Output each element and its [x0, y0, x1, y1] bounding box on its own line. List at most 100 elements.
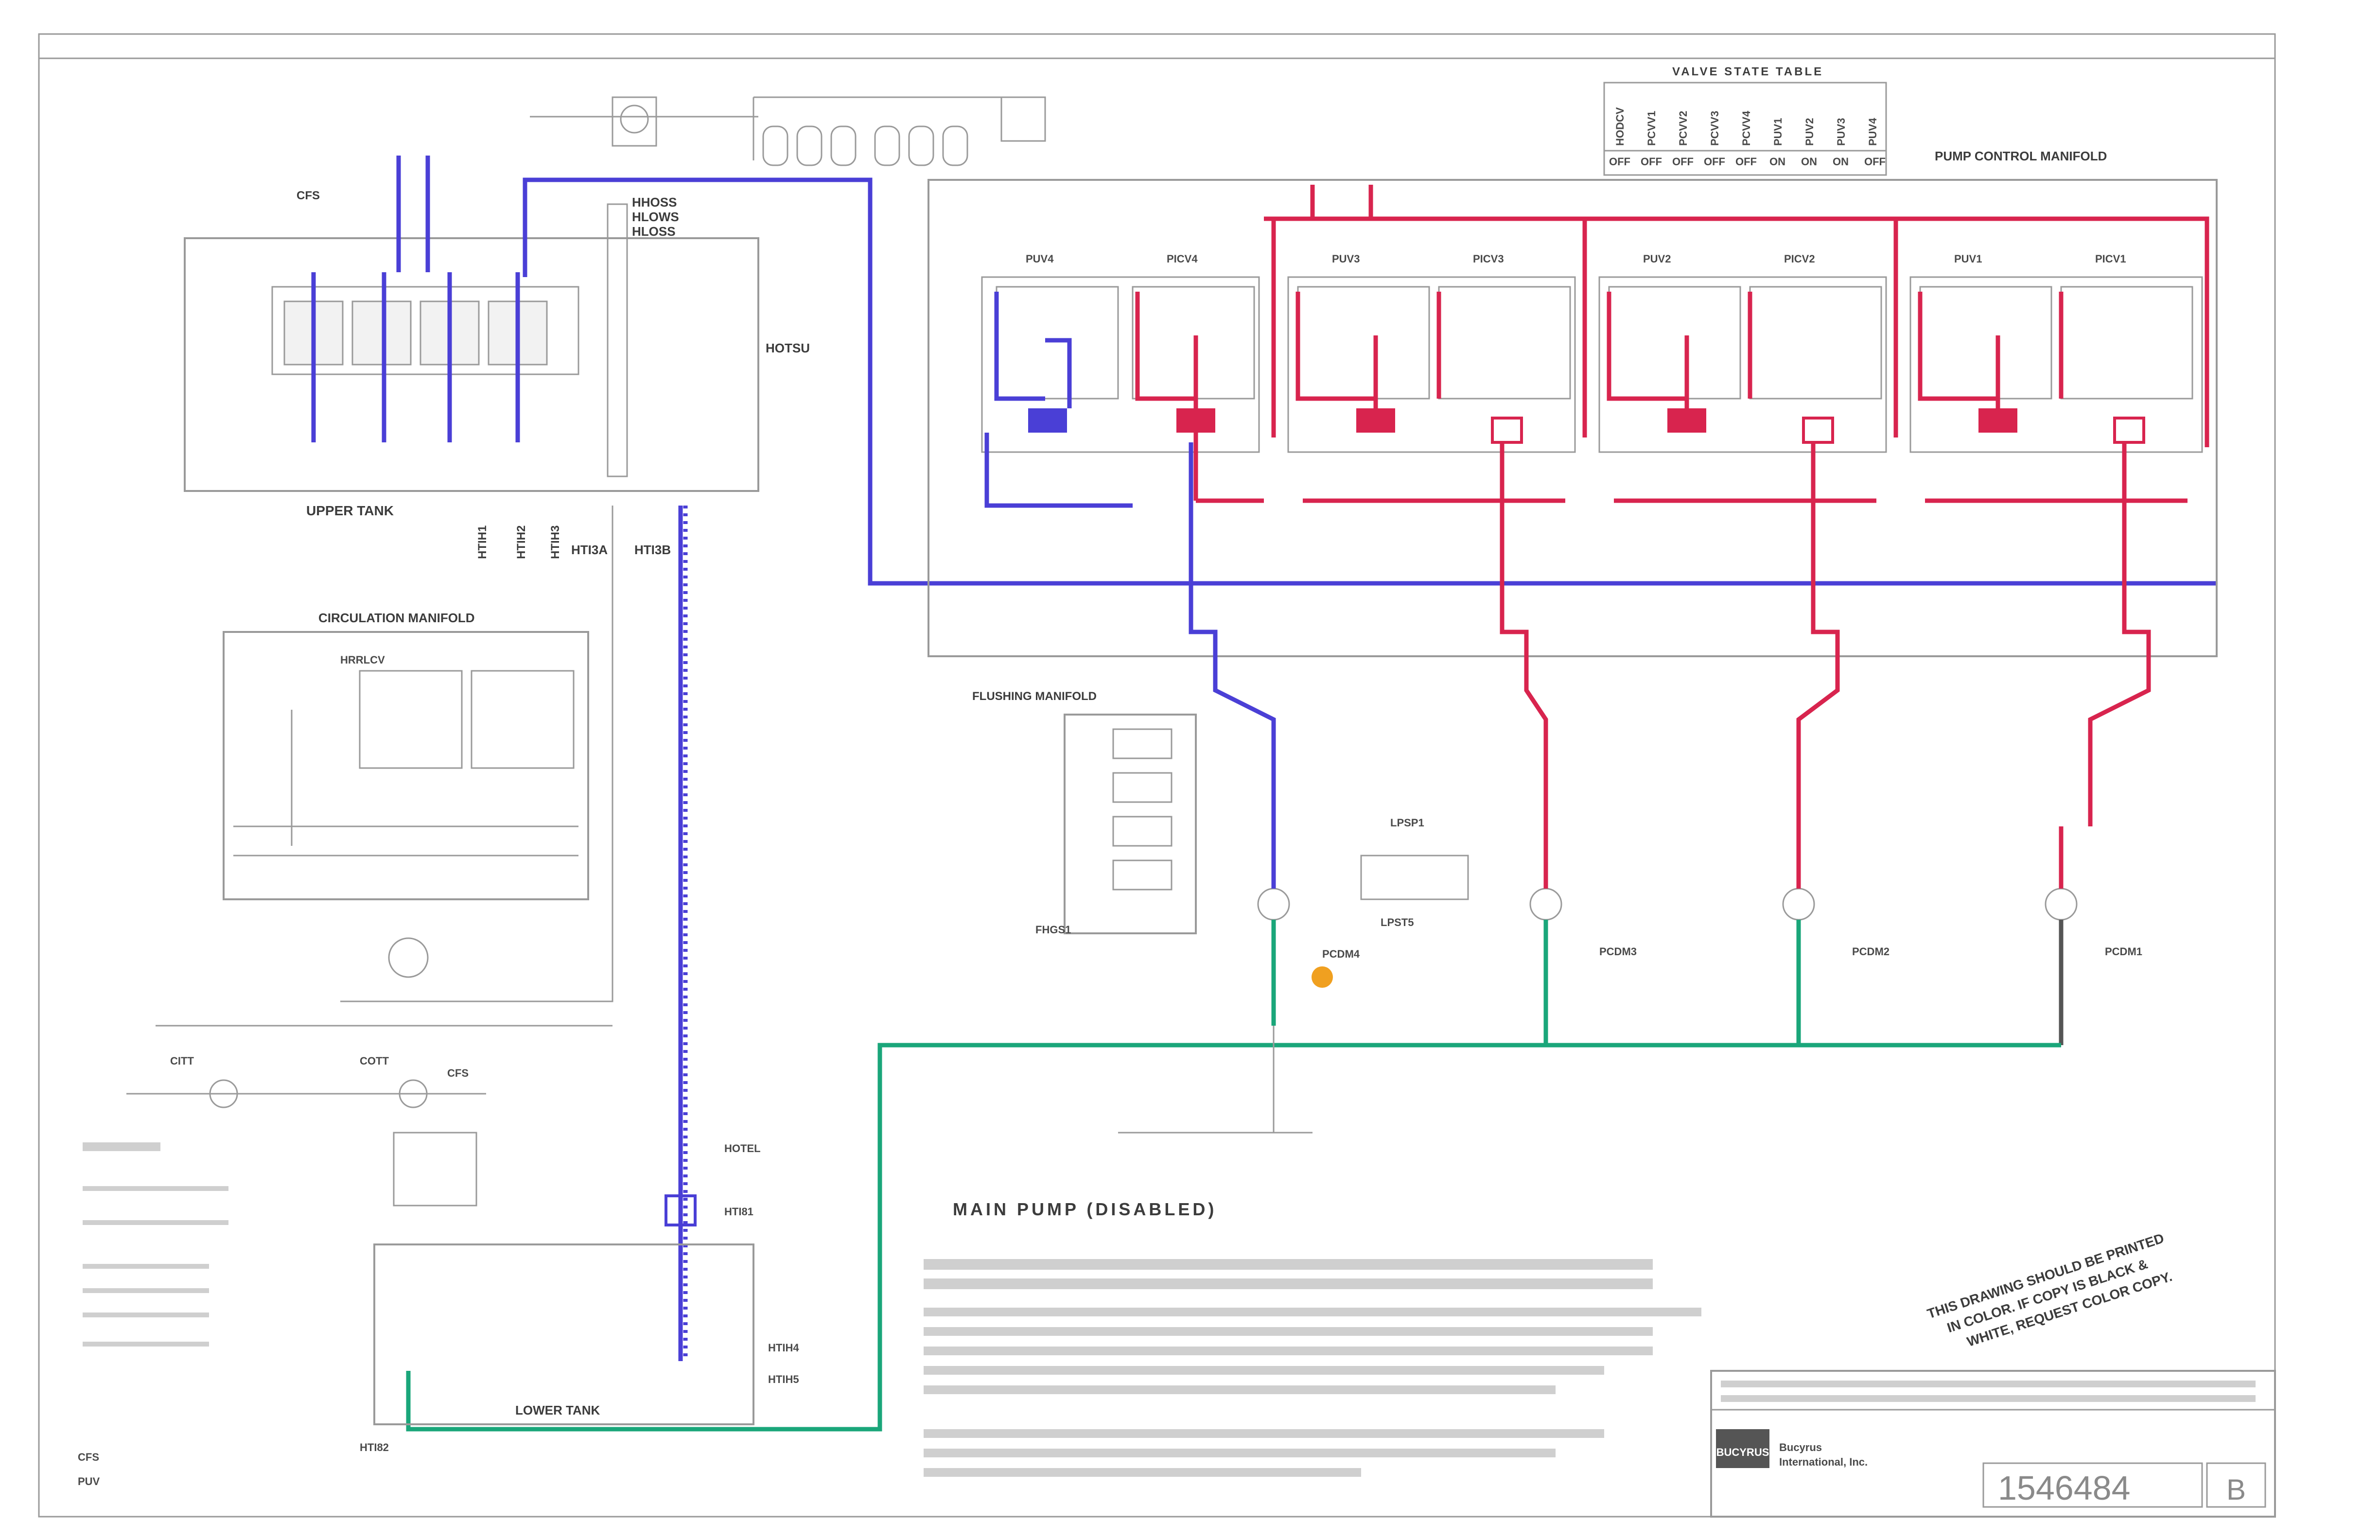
hti3a-label: HTI3A [571, 542, 608, 557]
upper-tank-pump-block [271, 286, 579, 375]
note-line-4 [924, 1327, 1653, 1336]
valve-state-4: OFF [1735, 156, 1757, 168]
valve-state-1: OFF [1641, 156, 1662, 168]
manifold-outline [928, 179, 2218, 657]
note-line-3 [924, 1308, 1701, 1316]
valve-hdr-0: HODCV [1614, 107, 1626, 146]
note-line-1 [924, 1259, 1653, 1270]
title-block-frame [1710, 1370, 2276, 1518]
pcm-title: PUMP CONTROL MANIFOLD [1935, 149, 2107, 163]
picv4-label: PICV4 [1167, 253, 1198, 265]
sensor-htih3: HTIH3 [549, 525, 562, 559]
valve-table-title: VALVE STATE TABLE [1672, 65, 1823, 78]
level-label-2: HLOWS [632, 210, 679, 224]
flush-valve-2 [1112, 772, 1172, 803]
legend-puv: PUV [78, 1475, 100, 1488]
pump-pcdm4: PCDM4 [1257, 826, 1360, 1026]
drawing-number-box [1982, 1462, 2203, 1508]
main-pump-notes [924, 1259, 1701, 1477]
note-line-6 [924, 1366, 1604, 1375]
upper-tank-group: UPPER TANK CFS HHOSS HLOWS HLOSS HOTSU H… [184, 156, 810, 559]
lpsp-group: LPSP1 LPST5 [1360, 817, 1469, 928]
red-return-header [1193, 433, 2188, 503]
valve-hdr-1: PCVV1 [1645, 111, 1658, 146]
lower-tank-title: LOWER TANK [515, 1403, 600, 1418]
company-logo-mark [1716, 1429, 1769, 1468]
unit-4: PUV4 PICV4 [981, 253, 1260, 453]
unit-3: PUV3 PICV3 [1287, 253, 1576, 453]
valve-state-table: VALVE STATE TABLE HODCV PCVV1 PCVV2 PCVV… [1603, 65, 1887, 176]
tank-pump-2 [351, 300, 412, 366]
pump-pcdm3: PCDM3 [1529, 826, 1637, 1045]
puv2-label: PUV2 [1643, 253, 1671, 265]
circ-return-line [340, 506, 613, 1002]
flushing-manifold: FLUSHING MANIFOLD FHGS1 [972, 690, 1197, 936]
unit-2-red [1607, 292, 1752, 408]
legend: CFS PUV [78, 1142, 228, 1488]
drawing-number: 1546484 [1998, 1469, 2131, 1507]
upper-tank-blue-lines [311, 272, 520, 442]
accumulator-bank [762, 125, 968, 166]
puv1-box [1919, 286, 2052, 400]
hotel-label: HOTEL [724, 1142, 761, 1155]
valve-hdr-5: PUV1 [1772, 118, 1784, 146]
lower-tank-outline [373, 1243, 754, 1425]
unit-4-box [981, 276, 1260, 453]
pcdm3-label: PCDM3 [1599, 945, 1637, 958]
picv4-box [1132, 286, 1255, 400]
unit-1-box [1909, 276, 2203, 453]
picv3-valve [1491, 417, 1523, 444]
accumulator-3 [830, 125, 857, 166]
valve-state-8: OFF [1864, 156, 1886, 168]
picv4-valve [1176, 408, 1215, 433]
valve-hdr-7: PUV3 [1835, 118, 1847, 146]
flush-valve-1 [1112, 728, 1172, 759]
hti82-label: HTI82 [360, 1441, 389, 1453]
accumulator-4 [874, 125, 900, 166]
picv2-valve [1802, 417, 1834, 444]
valve-state-3: OFF [1704, 156, 1725, 168]
main-pump-title: MAIN PUMP (DISABLED) [953, 1199, 1217, 1219]
drop-pump-2 [1796, 442, 1840, 826]
note-line-7 [924, 1385, 1556, 1394]
pump-pcdm1: PCDM1 [2045, 826, 2142, 1045]
level-gauge [607, 203, 628, 477]
pcdm3-icon [1529, 888, 1562, 921]
picv1-label: PICV1 [2095, 253, 2126, 265]
pcdm2-icon [1782, 888, 1815, 921]
circ-pump-icon [388, 937, 429, 978]
unit-2-box [1598, 276, 1887, 453]
valve-state-7: ON [1833, 156, 1849, 168]
unit-1-red [1918, 292, 2064, 408]
upper-tank-pumps [283, 300, 548, 366]
pcdm4-icon [1257, 888, 1290, 921]
legend-line-7 [83, 1342, 209, 1347]
pump-pcdm2: PCDM2 [1782, 826, 1890, 1045]
valve-hdr-3: PCVV3 [1709, 111, 1721, 146]
color-notice: THIS DRAWING SHOULD BE PRINTED IN COLOR.… [1925, 1230, 2174, 1349]
cott-label: COTT [360, 1055, 389, 1067]
puv2-box [1608, 286, 1741, 400]
blue-supply-line [523, 177, 2217, 586]
legend-line-2 [83, 1186, 228, 1191]
flush-bottom-label: FHGS1 [1035, 924, 1071, 936]
citt-label: CITT [170, 1055, 194, 1067]
drop-pump-1 [2088, 442, 2151, 826]
unit-4-red [1135, 292, 1198, 408]
legend-cfs: CFS [78, 1451, 99, 1463]
circ-valve-2 [471, 670, 575, 769]
title-block-fineprint-1 [1721, 1381, 2256, 1387]
puv3-box [1297, 286, 1430, 400]
puv3-label: PUV3 [1332, 253, 1360, 265]
picv2-box [1749, 286, 1882, 400]
valve-hdr-4: PCVV4 [1740, 110, 1752, 146]
puv3-valve [1356, 408, 1395, 433]
hti3b-label: HTI3B [634, 542, 671, 557]
flush-manifold-outline [1064, 714, 1197, 934]
accumulator-5 [908, 125, 934, 166]
circ-manifold-sub: HRRLCV [340, 654, 385, 666]
unit-2: PUV2 PICV2 [1598, 253, 1887, 453]
upper-tank-vent-lines [396, 156, 430, 272]
